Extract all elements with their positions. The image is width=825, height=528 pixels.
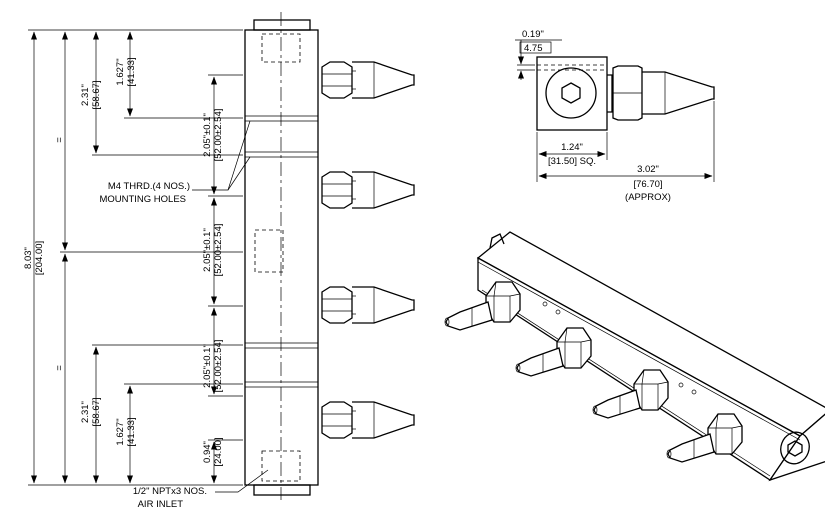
spacing-3-label: 2.05"±0.1" xyxy=(202,344,213,388)
side-view: 0.19" 4.75 1.24" [31.50] SQ. 3.02" [76.7… xyxy=(515,29,715,203)
inner-pitch-bottom-mm-label: [41.33] xyxy=(126,417,137,446)
side-nozzle xyxy=(607,65,715,121)
spacing-1-mm-label: [52.00±2.54] xyxy=(213,109,224,162)
length-note-label: (APPROX) xyxy=(625,192,671,203)
hidden-inlet-top xyxy=(261,33,301,63)
inner-pitch-top-label: 1.627" xyxy=(115,58,126,85)
side-body xyxy=(536,56,608,131)
mount-note-line2: MOUNTING HOLES xyxy=(99,194,186,205)
front-view: 8.03" [204.00] = = 2.31" [58.67] 1.627" … xyxy=(23,12,415,510)
hex-socket-icon xyxy=(561,82,581,104)
inner-pitch-top-mm-label: [41.33] xyxy=(126,57,137,86)
hidden-inlet-middle xyxy=(254,229,284,273)
outer-pitch-top-label: 2.31" xyxy=(80,84,91,106)
hole-dim-mm-label: 4.75 xyxy=(524,43,543,54)
length-label: 3.02" xyxy=(637,164,659,175)
outer-pitch-top-mm-label: [58.67] xyxy=(91,80,102,109)
nozzle-2 xyxy=(321,171,415,209)
hole-dim-label: 0.19" xyxy=(522,29,544,40)
end-offset-mm-label: [24.00] xyxy=(213,437,224,466)
overall-height-label: 8.03" xyxy=(23,247,34,269)
length-mm-label: [76.70] xyxy=(633,179,662,190)
spacing-3-mm-label: [52.00±2.54] xyxy=(213,340,224,393)
isometric-view xyxy=(444,231,825,482)
hole-dim-box xyxy=(519,41,552,54)
inlet-note-line1: 1/2" NPTx3 NOS. xyxy=(133,486,207,497)
hidden-inlet-bottom xyxy=(261,450,301,482)
spacing-1-label: 2.05"±0.1" xyxy=(202,113,213,157)
width-mm-label: [31.50] SQ. xyxy=(548,156,596,167)
inner-pitch-bottom-label: 1.627" xyxy=(115,418,126,445)
mounting-hole-bands xyxy=(245,115,318,388)
outer-pitch-bottom-mm-label: [58.67] xyxy=(91,397,102,426)
nozzle-4 xyxy=(321,401,415,439)
manifold-body xyxy=(244,29,319,486)
inlet-note-line2: AIR INLET xyxy=(138,499,184,510)
end-offset-label: 0.94" xyxy=(202,441,213,463)
overall-height-mm-label: [204.00] xyxy=(34,241,45,275)
end-cap-top xyxy=(253,19,311,31)
outer-pitch-bottom-label: 2.31" xyxy=(80,401,91,423)
equal-mark-bottom: = xyxy=(54,365,65,371)
nozzle-1 xyxy=(321,61,415,99)
iso-hex-socket-icon xyxy=(787,440,803,457)
iso-body-end xyxy=(768,413,825,482)
spacing-2-label: 2.05"±0.1" xyxy=(202,228,213,272)
inlet-port-circle xyxy=(545,67,597,119)
spacing-2-mm-label: [52.00±2.54] xyxy=(213,224,224,277)
mount-note-line1: M4 THRD.(4 NOS.) xyxy=(108,181,190,192)
end-cap-bottom xyxy=(253,484,311,496)
width-label: 1.24" xyxy=(561,142,583,153)
equal-mark-top: = xyxy=(54,137,65,143)
nozzle-3 xyxy=(321,286,415,324)
